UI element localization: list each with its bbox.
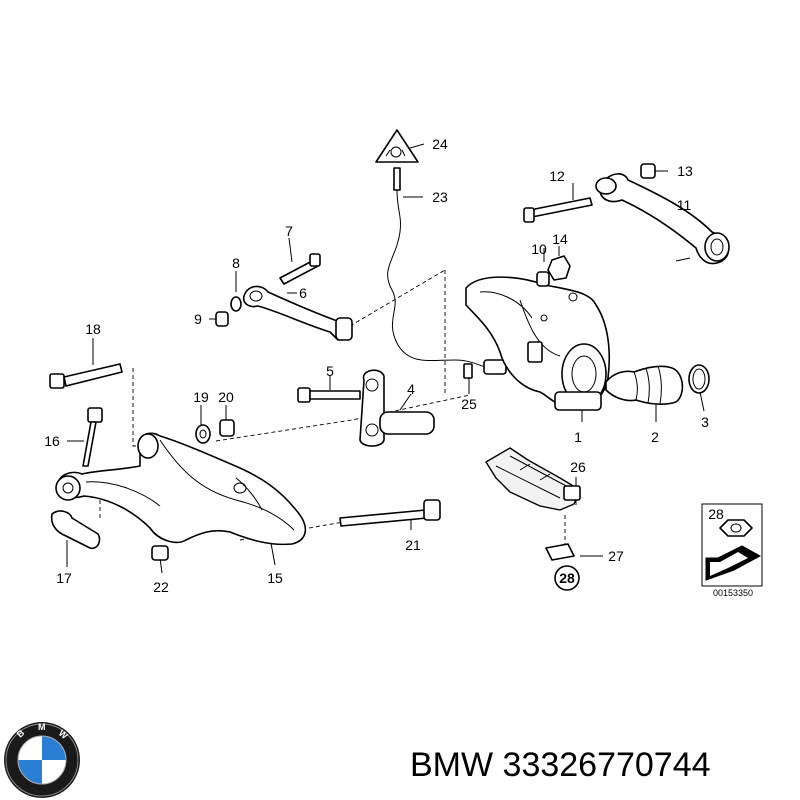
bolt-5: [297, 387, 361, 403]
callout-5: 5: [326, 363, 334, 379]
callout-labels: 1 2 3 4 5 6 7 8 9 10 11 12 13 14 15 16 1…: [44, 136, 724, 595]
bolt-21: [339, 499, 441, 527]
bolt-18: [49, 363, 123, 389]
lower-control-arm-15: [55, 432, 307, 546]
callout-2: 2: [651, 429, 659, 445]
brand-part-caption: BMW 33326770744: [410, 746, 711, 784]
circled-label-text: 28: [559, 570, 575, 586]
callout-26: 26: [570, 459, 586, 475]
callout-3: 3: [701, 414, 709, 430]
inset-label-28: 28: [708, 506, 724, 522]
upper-control-arm-11: [523, 163, 730, 265]
bmw-logo-icon: B M W: [4, 722, 80, 798]
callout-14: 14: [552, 231, 568, 247]
callout-25: 25: [461, 396, 477, 412]
callout-22: 22: [153, 579, 169, 595]
callout-6: 6: [299, 285, 307, 301]
inset-box: [701, 503, 763, 587]
bolt-16: [82, 407, 103, 467]
callout-8: 8: [232, 255, 240, 271]
diagram-reference: 00153350: [713, 588, 753, 598]
callout-21: 21: [405, 537, 421, 553]
callout-15: 15: [267, 570, 283, 586]
nut-22: [151, 545, 169, 561]
wheel-carrier-1: [465, 255, 611, 411]
callout-20: 20: [218, 389, 234, 405]
svg-text:B: B: [15, 727, 27, 739]
circled-label-28: 28: [554, 565, 580, 591]
callout-23: 23: [432, 189, 448, 205]
bracket-17: [50, 510, 101, 550]
toe-link-6: [215, 253, 353, 341]
callout-19: 19: [193, 389, 209, 405]
svg-text:M: M: [38, 722, 46, 732]
callout-13: 13: [677, 163, 693, 179]
callout-9: 9: [194, 311, 202, 327]
callout-11: 11: [677, 197, 692, 213]
callout-12: 12: [549, 168, 565, 184]
plate-27: [545, 543, 575, 561]
callout-17: 17: [56, 570, 72, 586]
callout-10: 10: [531, 241, 547, 257]
bolt-25: [463, 363, 473, 379]
callout-18: 18: [85, 321, 101, 337]
callout-27: 27: [608, 548, 624, 564]
rubber-mount-4: [359, 369, 435, 447]
callout-24: 24: [432, 136, 448, 152]
callout-16: 16: [44, 433, 60, 449]
washer-19: [195, 424, 211, 444]
driveshaft-boot-2: [605, 365, 684, 405]
nut-20: [219, 419, 235, 437]
callout-4: 4: [407, 381, 415, 397]
retaining-ring-3: [688, 364, 710, 394]
sensor-cap-24: [375, 129, 419, 163]
bracket-26: [485, 447, 581, 511]
callout-7: 7: [285, 223, 293, 239]
callout-1: 1: [574, 429, 582, 445]
